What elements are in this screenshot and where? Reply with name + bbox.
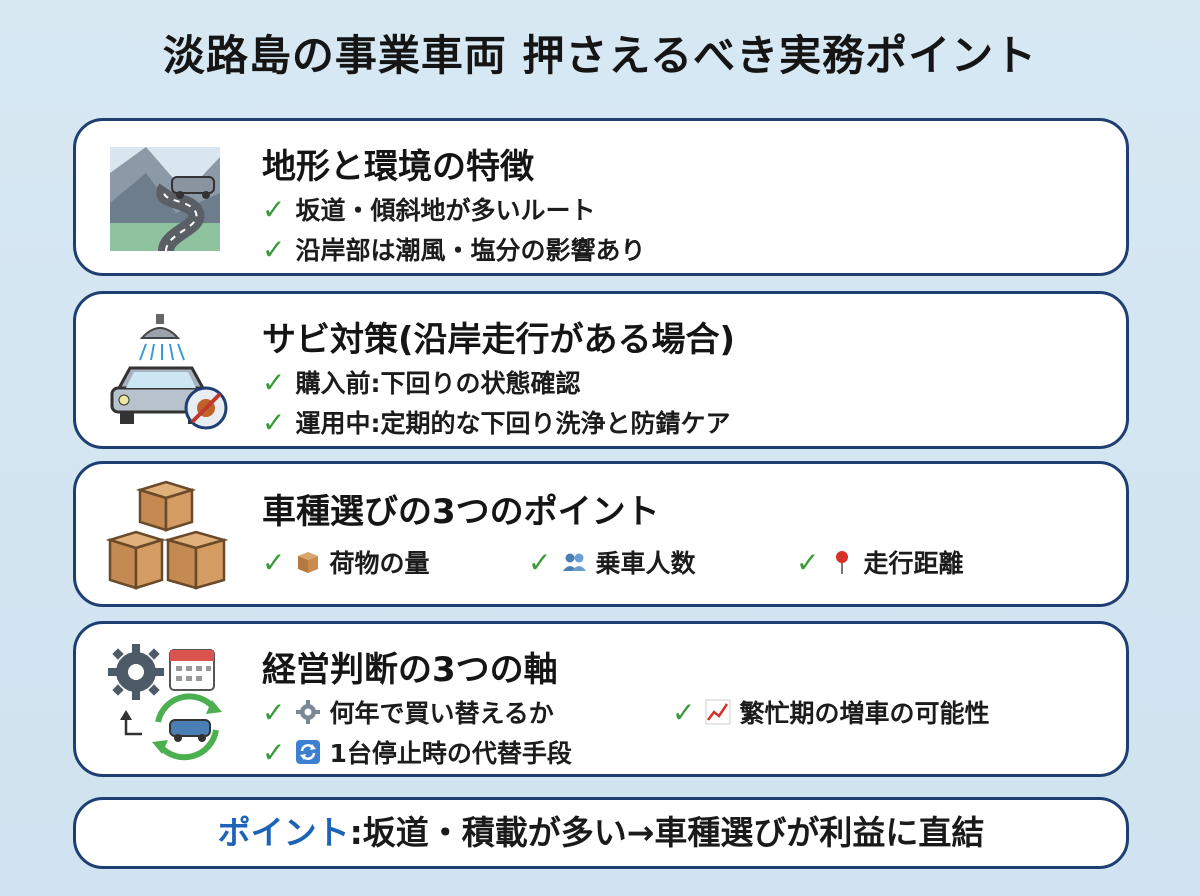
pin-icon: [836, 551, 849, 574]
mountain-road-icon: [110, 147, 220, 253]
card-title-vehicle-type: 車種選びの3つのポイント: [262, 492, 660, 532]
card-terrain: 地形と環境の特徴 ✓ 坂道・傾斜地が多いルート ✓ 沿岸部は潮風・塩分の影響あり: [73, 118, 1129, 276]
car-wash-rust-icon: [110, 314, 228, 430]
list-item: ✓ 運用中:定期的な下回り洗浄と防錆ケア: [262, 405, 731, 439]
gear-icon: [296, 700, 321, 724]
list-item: ✓ 荷物の量: [262, 545, 430, 579]
key-point-label: ポイント: [217, 813, 350, 852]
key-point-banner: ポイント:坂道・積載が多い→車種選びが利益に直結: [73, 797, 1129, 869]
key-point-text: :坂道・積載が多い→車種選びが利益に直結: [349, 813, 985, 852]
check-icon: ✓: [262, 365, 286, 399]
check-icon: ✓: [262, 405, 286, 439]
card-vehicle-type: 車種選びの3つのポイント ✓ 荷物の量 ✓ 乗車人数 ✓ 走行距離: [73, 461, 1129, 607]
check-icon: ✓: [262, 192, 286, 226]
card-title-management: 経営判断の3つの軸: [262, 650, 558, 690]
list-item: ✓ 1台停止時の代替手段: [262, 735, 572, 769]
check-icon: ✓: [262, 232, 286, 266]
chart-up-icon: [705, 699, 731, 725]
card-rust: サビ対策(沿岸走行がある場合) ✓ 購入前:下回りの状態確認 ✓ 運用中:定期的…: [73, 291, 1129, 449]
people-icon: [563, 553, 587, 571]
gear-calendar-cycle-icon: [108, 644, 222, 761]
page-title: 淡路島の事業車両 押さえるべき実務ポイント: [162, 31, 1038, 80]
card-management: 経営判断の3つの軸 ✓ 何年で買い替えるか ✓ 繁忙期の増車の可能性 ✓ 1台停…: [73, 621, 1129, 777]
check-icon: ✓: [262, 545, 286, 579]
card-title-rust: サビ対策(沿岸走行がある場合): [262, 320, 736, 360]
check-icon: ✓: [262, 695, 286, 729]
check-icon: ✓: [672, 695, 696, 729]
list-item: ✓ 何年で買い替えるか: [262, 695, 554, 729]
list-item: ✓ 坂道・傾斜地が多いルート: [262, 192, 596, 226]
list-item: ✓ 乗車人数: [528, 545, 696, 579]
package-icon: [298, 552, 319, 573]
list-item: ✓ 走行距離: [796, 545, 964, 579]
check-icon: ✓: [796, 545, 820, 579]
list-item: ✓ 沿岸部は潮風・塩分の影響あり: [262, 232, 646, 266]
stacked-boxes-icon: [106, 480, 229, 590]
list-item: ✓ 購入前:下回りの状態確認: [262, 365, 581, 399]
repeat-icon: [296, 740, 321, 764]
check-icon: ✓: [262, 735, 286, 769]
list-item: ✓ 繁忙期の増車の可能性: [672, 695, 990, 729]
card-title-terrain: 地形と環境の特徴: [262, 147, 534, 187]
check-icon: ✓: [528, 545, 552, 579]
